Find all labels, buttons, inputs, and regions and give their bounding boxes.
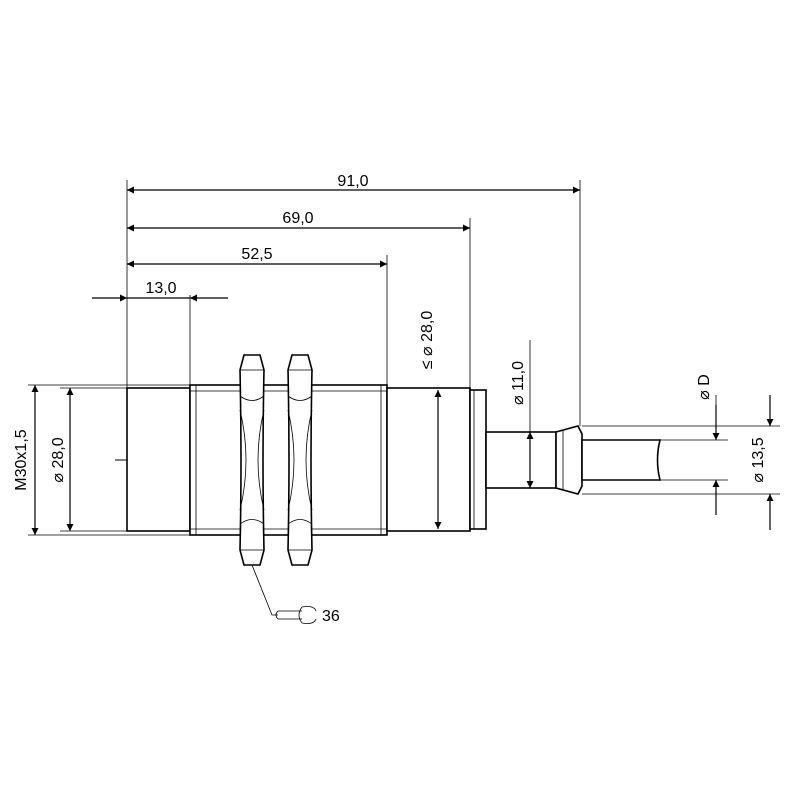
length-to-cap-label: 69,0 bbox=[282, 210, 313, 227]
thread-length-label: 52,5 bbox=[241, 246, 272, 263]
cable bbox=[581, 439, 662, 481]
sensing-face bbox=[126, 387, 191, 532]
front-length-label: 13,0 bbox=[145, 280, 176, 297]
rear-housing bbox=[386, 387, 471, 532]
lock-nut-1 bbox=[239, 354, 265, 566]
wrench-leader bbox=[251, 564, 278, 616]
thread-designation-label: M30x1,5 bbox=[13, 429, 30, 490]
cable-gland bbox=[485, 431, 557, 489]
sleeve-diameter-label: ⌀ 13,5 bbox=[750, 437, 767, 482]
lock-nut-2 bbox=[287, 354, 313, 566]
gland-diameter-label: ⌀ 11,0 bbox=[510, 361, 527, 405]
wrench-size-label: 36 bbox=[322, 608, 340, 625]
cable-diameter-label: ⌀ D bbox=[696, 374, 713, 400]
cap-diameter-label: ≤ ⌀ 28,0 bbox=[419, 311, 436, 370]
cable-sleeve bbox=[555, 425, 583, 495]
wrench-icon bbox=[275, 606, 317, 624]
front-diameter-label: ⌀ 28,0 bbox=[50, 437, 67, 482]
overall-length-label: 91,0 bbox=[337, 173, 368, 190]
cable-assembly bbox=[485, 425, 662, 495]
end-cap bbox=[469, 389, 487, 530]
